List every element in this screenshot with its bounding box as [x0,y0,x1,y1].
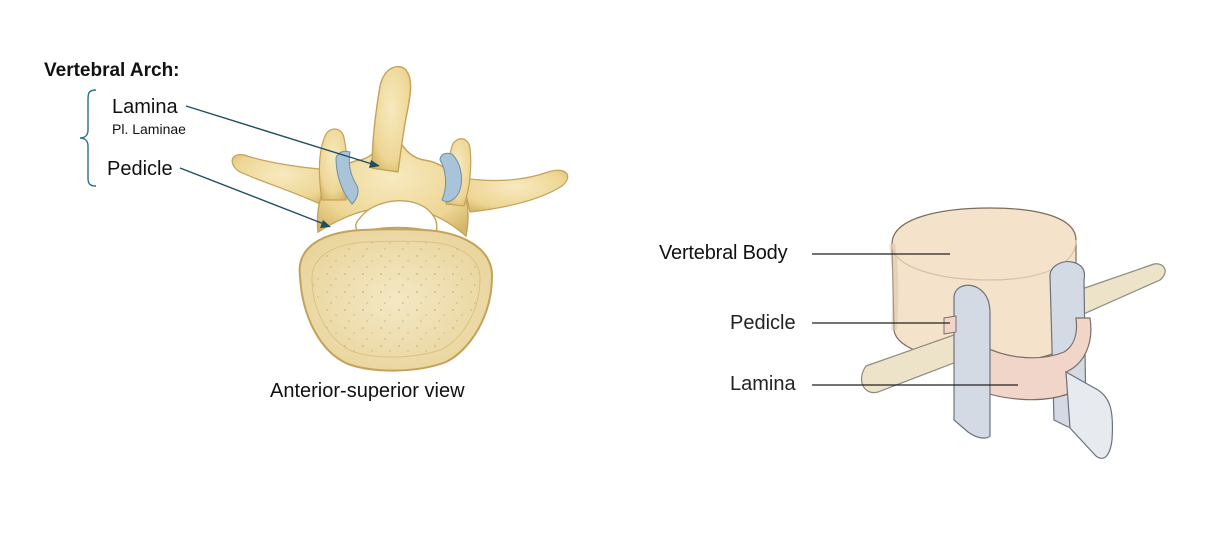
vertebral-arch-bracket [79,89,97,187]
lamina-pointer-arrowhead [369,160,380,168]
pedicle-label: Pedicle [107,158,173,180]
vertebral-body-label: Vertebral Body [659,242,788,264]
lamina-pointer-line [185,105,373,165]
spinous-process [371,65,412,173]
lamina-label: Lamina [112,96,178,118]
left-transverse-process [231,153,333,206]
schematic-pedicle-label: Pedicle [730,312,796,334]
right-articular-cartilage [439,152,463,203]
left-pointers [179,105,380,228]
schematic-pedicle-left [953,284,991,439]
vertebra-illustration [231,65,569,372]
view-caption: Anterior-superior view [270,380,465,402]
schematic-spinous-plate [1065,370,1114,459]
right-pointers [812,253,1018,386]
right-transverse-process [461,169,569,213]
lamina-plural-label: Pl. Laminae [112,121,186,137]
pedicle-pointer-line [179,167,325,225]
schematic-pedicle-connector [943,315,957,335]
left-articular-cartilage [335,150,359,205]
schematic-lamina [969,317,1092,401]
vertebral-arch-heading: Vertebral Arch: [44,60,180,81]
schematic-lamina-label: Lamina [730,373,796,395]
schematic-model [861,207,1166,459]
pedicle-pointer-arrowhead [320,220,331,228]
